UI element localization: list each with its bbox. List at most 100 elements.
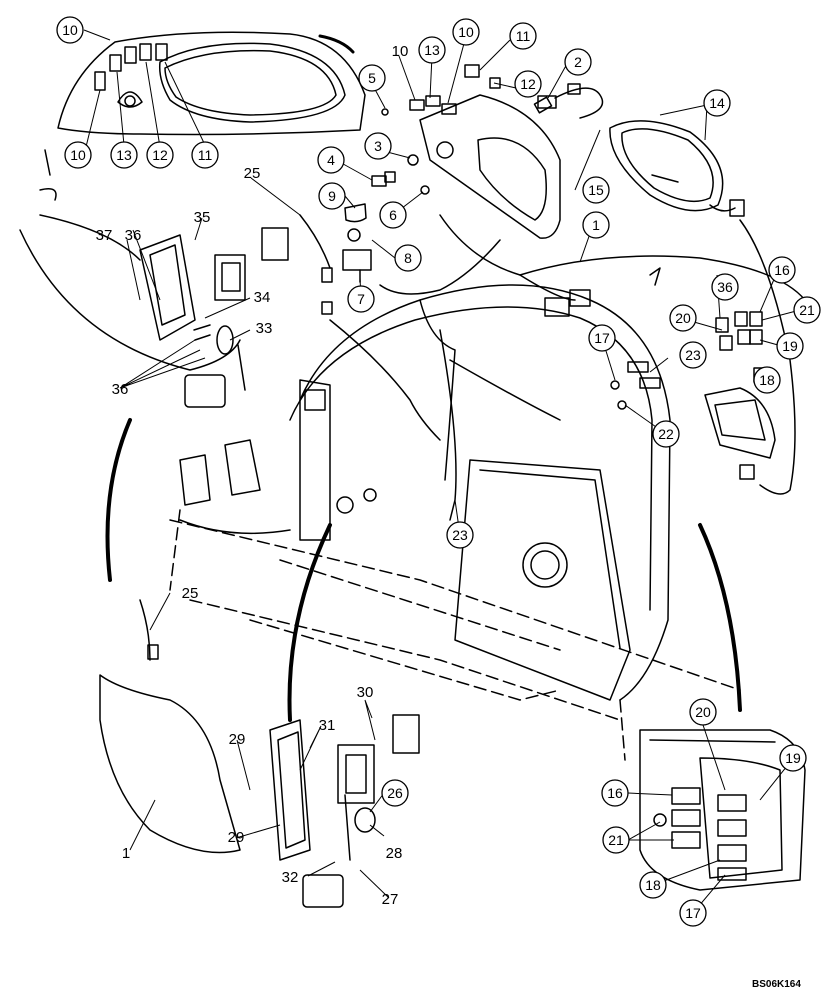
label-35: 35	[194, 209, 211, 226]
callout-21: 21	[602, 826, 630, 854]
svg-text:10: 10	[62, 22, 78, 38]
svg-text:5: 5	[368, 70, 376, 86]
label-37: 37	[96, 227, 113, 244]
svg-text:3: 3	[374, 138, 382, 154]
svg-text:9: 9	[328, 188, 336, 204]
svg-text:21: 21	[799, 302, 815, 318]
callout-17: 18	[753, 366, 781, 394]
callouts: 10 13 12 11 10 13 10 11 12 5 2 14 3 4 6 …	[56, 16, 821, 927]
callout-10: 10	[452, 18, 480, 46]
small-components	[342, 83, 604, 283]
gauge-housing	[409, 64, 561, 239]
callout-1: 1	[582, 211, 610, 239]
svg-text:18: 18	[759, 372, 775, 388]
svg-text:20: 20	[695, 704, 711, 720]
drawing-reference-code: BS06K164	[752, 979, 801, 990]
svg-text:7: 7	[357, 291, 365, 307]
detail-arcs	[105, 418, 742, 722]
svg-text:12: 12	[520, 76, 536, 92]
svg-text:36: 36	[717, 279, 733, 295]
main-wiring-harness	[299, 214, 806, 521]
svg-text:1: 1	[592, 217, 600, 233]
svg-text:13: 13	[424, 42, 440, 58]
switch-cluster-upper	[704, 311, 776, 480]
callout-15: 15	[582, 176, 610, 204]
label-29-lower: 29	[228, 829, 245, 846]
callout-5: 5	[358, 64, 386, 92]
callout-4: 4	[317, 146, 345, 174]
callout-26: 26	[381, 779, 409, 807]
callout-13: 13	[418, 36, 446, 64]
label-32: 32	[282, 869, 299, 886]
label-28: 28	[386, 845, 403, 862]
callout-10: 10	[56, 16, 84, 44]
callout-23: 17	[588, 324, 616, 352]
svg-text:11: 11	[516, 28, 531, 44]
label-31: 31	[319, 717, 336, 734]
left-console-detail-upper	[19, 149, 289, 408]
cab-fender-body	[179, 284, 671, 701]
callout-7: 7	[347, 285, 375, 313]
svg-text:14: 14	[709, 95, 725, 111]
callout-24: 23	[446, 521, 474, 549]
label-30: 30	[357, 684, 374, 701]
callout-20: 20	[689, 698, 717, 726]
svg-text:22: 22	[658, 426, 674, 442]
svg-text:15: 15	[588, 182, 604, 198]
callout-18: 18	[639, 871, 667, 899]
callout-6: 6	[379, 201, 407, 229]
svg-text:10: 10	[458, 24, 474, 40]
label-1-lower: 1	[122, 845, 130, 862]
svg-text:17: 17	[594, 330, 610, 346]
svg-text:19: 19	[785, 750, 801, 766]
callout-9: 9	[318, 182, 346, 210]
svg-text:20: 20	[675, 310, 691, 326]
svg-text:2: 2	[574, 54, 582, 70]
callout-23: 22	[652, 420, 680, 448]
callout-3: 3	[364, 132, 392, 160]
svg-text:12: 12	[152, 147, 168, 163]
svg-text:23: 23	[452, 527, 468, 543]
svg-text:13: 13	[116, 147, 132, 163]
cab-floor-outline	[169, 509, 741, 761]
callout-12: 12	[514, 70, 542, 98]
label-36: 36	[125, 227, 142, 244]
callout-11: 11	[509, 22, 537, 50]
callout-12: 12	[146, 141, 174, 169]
svg-text:16: 16	[607, 785, 623, 801]
label-29-upper: 29	[229, 731, 246, 748]
svg-text:23: 23	[685, 347, 701, 363]
svg-text:8: 8	[404, 250, 412, 266]
callout-19: 19	[779, 744, 807, 772]
callout-16: 16	[601, 779, 629, 807]
svg-text:6: 6	[389, 207, 397, 223]
callout-19: 21	[793, 296, 821, 324]
callout-8: 8	[394, 244, 422, 272]
callout-20: 16	[768, 256, 796, 284]
gauge-cluster	[609, 120, 745, 217]
svg-text:21: 21	[608, 832, 624, 848]
label-27: 27	[382, 891, 399, 908]
svg-text:10: 10	[70, 147, 86, 163]
label-25-lower: 25	[182, 585, 199, 602]
label-34: 34	[254, 289, 271, 306]
svg-text:17: 17	[685, 905, 701, 921]
callout-17: 17	[679, 899, 707, 927]
svg-text:18: 18	[645, 877, 661, 893]
svg-text:4: 4	[327, 152, 335, 168]
callout-18: 19	[776, 332, 804, 360]
left-console-detail-lower	[99, 599, 420, 908]
connectors-22-23	[610, 361, 661, 410]
instrument-bezel	[57, 31, 366, 136]
callout-10: 10	[392, 43, 409, 60]
callout-2: 2	[564, 48, 592, 76]
callout-21: 20	[669, 304, 697, 332]
callout-16: 36	[711, 273, 739, 301]
svg-text:26: 26	[387, 785, 403, 801]
callout-14: 14	[703, 89, 731, 117]
svg-text:19: 19	[782, 338, 798, 354]
leader-lines	[83, 29, 801, 914]
label-25: 25	[244, 165, 261, 182]
label-33: 33	[256, 320, 273, 337]
